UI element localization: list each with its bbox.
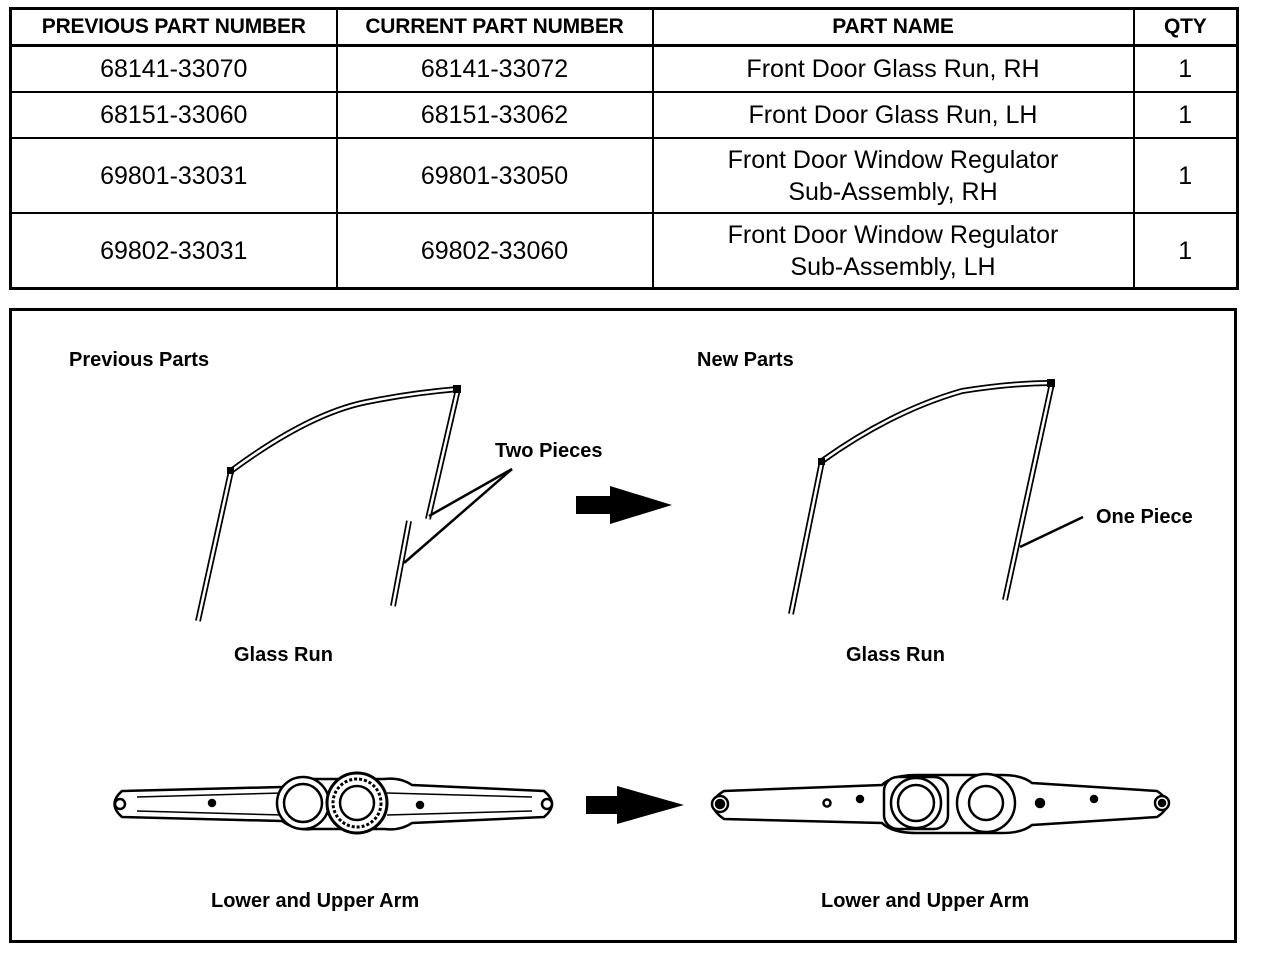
- parts-table: PREVIOUS PART NUMBER CURRENT PART NUMBER…: [9, 7, 1239, 290]
- new-glass-run: [788, 379, 1055, 615]
- glass-run-label-previous: Glass Run: [234, 644, 333, 666]
- previous-part-number: 68141-33070: [9, 44, 338, 93]
- part-name-line: Front Door Window Regulator: [727, 220, 1059, 249]
- header-qty: QTY: [1132, 7, 1239, 47]
- header-part-name: PART NAME: [651, 7, 1135, 47]
- new-parts-title: New Parts: [697, 349, 794, 371]
- part-name: Front Door Glass Run, LH: [651, 91, 1135, 139]
- one-piece-leader-line: [1019, 515, 1084, 549]
- illustration-panel: Previous Parts New Parts Two Pieces One …: [9, 308, 1237, 943]
- current-part-number: 68141-33072: [335, 44, 654, 93]
- previous-arm: [113, 771, 554, 835]
- table-row: 68141-33070 68141-33072 Front Door Glass…: [9, 44, 1239, 93]
- qty: 1: [1132, 137, 1239, 214]
- previous-part-number: 69802-33031: [9, 212, 338, 290]
- qty: 1: [1132, 44, 1239, 93]
- previous-part-number: 68151-33060: [9, 91, 338, 139]
- one-piece-label: One Piece: [1096, 506, 1193, 528]
- qty: 1: [1132, 212, 1239, 290]
- qty: 1: [1132, 91, 1239, 139]
- part-name-line: Front Door Window Regulator: [727, 145, 1059, 174]
- part-name-line: Front Door Glass Run, RH: [746, 55, 1040, 83]
- header-current-part-number: CURRENT PART NUMBER: [335, 7, 654, 47]
- table-row: 69801-33031 69801-33050 Front Door Windo…: [9, 137, 1239, 214]
- table-row: 69802-33031 69802-33060 Front Door Windo…: [9, 212, 1239, 290]
- new-arm: [710, 772, 1171, 835]
- previous-glass-run: [195, 385, 461, 622]
- previous-part-number: 69801-33031: [9, 137, 338, 214]
- illustration-drawing: [113, 379, 1171, 835]
- table-row: 68151-33060 68151-33062 Front Door Glass…: [9, 91, 1239, 139]
- right-arrow-icon: [576, 486, 672, 524]
- glass-run-label-new: Glass Run: [846, 644, 945, 666]
- part-name: Front Door Glass Run, RH: [651, 44, 1135, 93]
- part-name-line: Sub-Assembly, RH: [788, 177, 998, 206]
- previous-parts-title: Previous Parts: [69, 349, 210, 371]
- part-name-line: Sub-Assembly, LH: [790, 252, 996, 281]
- arm-label-previous: Lower and Upper Arm: [211, 890, 420, 912]
- two-pieces-leader-lines: [403, 467, 513, 564]
- arm-label-new: Lower and Upper Arm: [821, 890, 1030, 912]
- two-pieces-label: Two Pieces: [495, 440, 603, 462]
- header-previous-part-number: PREVIOUS PART NUMBER: [9, 7, 338, 47]
- right-arrow-icon: [586, 786, 684, 824]
- current-part-number: 68151-33062: [335, 91, 654, 139]
- table-header-row: PREVIOUS PART NUMBER CURRENT PART NUMBER…: [9, 7, 1239, 47]
- current-part-number: 69802-33060: [335, 212, 654, 290]
- part-name: Front Door Window Regulator Sub-Assembly…: [651, 212, 1135, 290]
- part-name: Front Door Window Regulator Sub-Assembly…: [651, 137, 1135, 214]
- part-name-line: Front Door Glass Run, LH: [748, 101, 1038, 129]
- current-part-number: 69801-33050: [335, 137, 654, 214]
